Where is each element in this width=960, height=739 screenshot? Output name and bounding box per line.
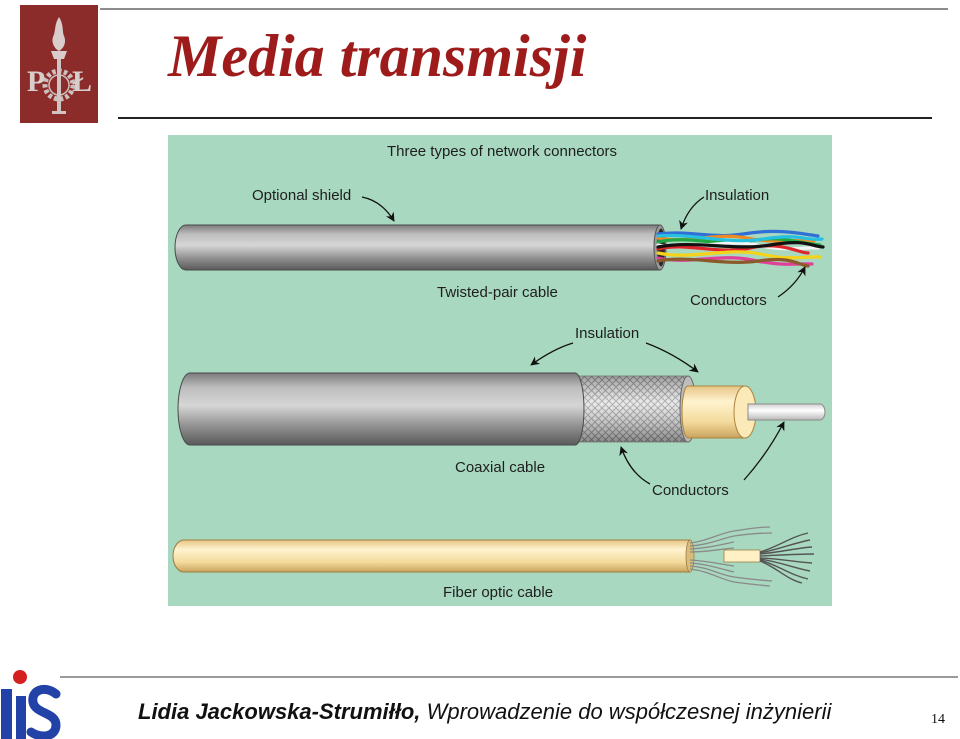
fiber-strand (689, 541, 735, 550)
coax-conductors-arrow-left (619, 446, 651, 485)
fiber-strands-outer (759, 532, 815, 584)
fiber-strand (689, 565, 773, 582)
coax-insulation-arrow-right (645, 342, 699, 373)
fiber-jacket (172, 539, 691, 573)
tp-conductors-label: Conductors (690, 292, 767, 309)
twisted-pair-cable: Optional shield Insulation Twisted-pair … (174, 187, 825, 309)
tp-shield-label: Optional shield (252, 187, 351, 204)
institute-logo-icon (0, 668, 62, 739)
emblem-letter-right: Ł (72, 65, 92, 98)
university-emblem-icon: P Ł (20, 5, 98, 123)
logo-bar-middle (16, 696, 26, 739)
fiber-strand (689, 568, 771, 587)
coaxial-cable: Insulation Coaxial cable Conductors (177, 325, 826, 499)
coax-conductors-label: Conductors (652, 482, 729, 499)
top-divider (100, 8, 948, 10)
footer-author: Lidia Jackowska-Strumiłło, (138, 699, 421, 724)
fiber-strand (689, 526, 771, 544)
fiber-strand (689, 547, 735, 553)
wire-black (656, 241, 825, 249)
emblem-graphic: P Ł (20, 5, 98, 123)
diagram-title: Three types of network connectors (387, 143, 617, 160)
tp-conductors-arrow (777, 266, 806, 298)
fiber-optic-cable: Fiber optic cable (172, 526, 815, 601)
coax-jacket (177, 372, 585, 446)
tp-caption: Twisted-pair cable (437, 284, 558, 301)
logo-bar-left (1, 689, 12, 739)
wire-yellow (656, 250, 822, 260)
wire-brown (656, 257, 810, 268)
twisted-pair-jacket (174, 224, 661, 271)
fiber-strand (759, 559, 809, 580)
fiber-strand (689, 562, 735, 573)
fiber-strand (759, 553, 815, 557)
fiber-strands-inner (689, 526, 773, 587)
wire-blue (656, 229, 820, 238)
logo-red-dot (13, 670, 27, 684)
tp-shield-arrow (361, 196, 395, 222)
fiber-strand (759, 546, 813, 555)
fiber-strand (689, 559, 735, 567)
coax-insulation-arrow-left (530, 342, 574, 366)
institute-logo-graphic (1, 670, 61, 739)
slide-title: Media transmisji (168, 23, 587, 89)
torch-cup (51, 51, 67, 59)
coax-center-conductor (747, 403, 826, 421)
coax-dielectric (681, 385, 746, 439)
flame-icon (52, 17, 66, 51)
coax-caption: Coaxial cable (455, 459, 545, 476)
wire-cyan (656, 233, 824, 243)
footer-divider (60, 676, 958, 678)
page-number: 14 (931, 712, 945, 727)
fiber-strand (689, 532, 773, 547)
tp-insulation-arrow (679, 196, 705, 230)
fiber-strand (759, 560, 803, 584)
fiber-strand (759, 539, 811, 554)
fiber-strand (759, 532, 809, 553)
fiber-core (723, 549, 761, 563)
emblem-letter-left: P (27, 65, 45, 98)
twisted-pair-wires (656, 229, 825, 268)
coax-conductors-arrow-right (743, 421, 785, 481)
footer-text: Lidia Jackowska-Strumiłło,Wprowadzenie d… (138, 699, 831, 725)
coax-insulation-label: Insulation (575, 325, 639, 342)
torch-handle (57, 59, 61, 113)
fiber-caption: Fiber optic cable (443, 584, 553, 601)
tp-insulation-label: Insulation (705, 187, 769, 204)
title-underline (118, 117, 932, 119)
fiber-strand (759, 557, 813, 564)
logo-s-shape (26, 684, 61, 739)
footer-course: Wprowadzenie do współczesnej inżynierii (426, 699, 832, 724)
fiber-jacket-end (685, 539, 695, 573)
torch-base (52, 111, 66, 114)
cable-diagram-graphic: Three types of network connectors (172, 143, 826, 601)
cable-diagram: Three types of network connectors (168, 135, 832, 606)
fiber-strand (759, 558, 811, 572)
